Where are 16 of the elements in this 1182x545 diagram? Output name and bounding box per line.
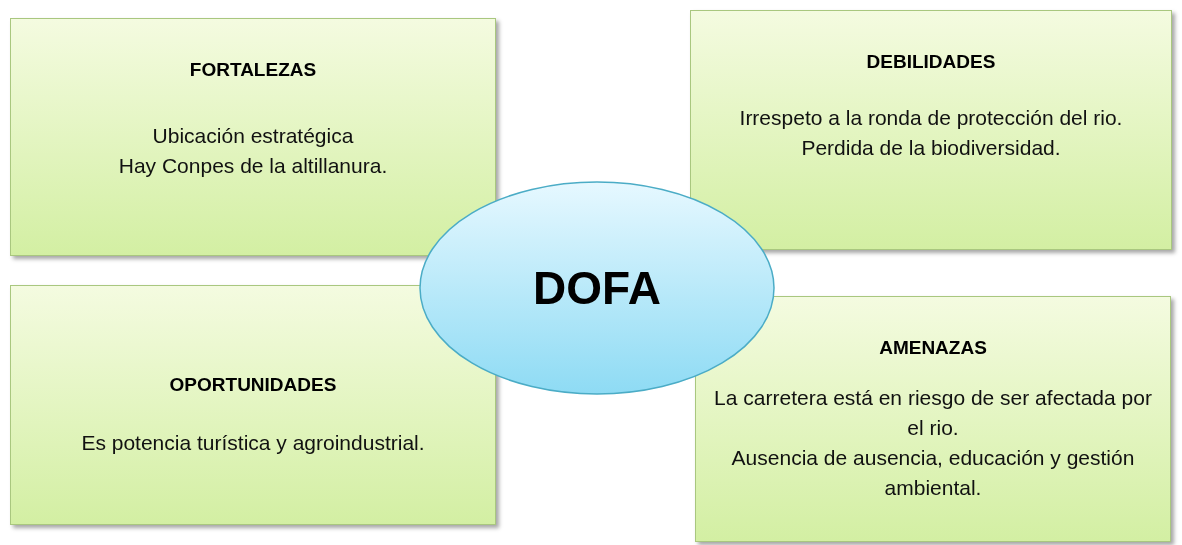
card-text: La carretera está en riesgo de ser afectada por el rio. bbox=[713, 385, 1153, 441]
card-heading: AMENAZAS bbox=[879, 337, 987, 359]
card-heading: OPORTUNIDADES bbox=[169, 374, 337, 396]
card-text: Hay Conpes de la altillanura. bbox=[118, 153, 388, 179]
card-background bbox=[695, 296, 1171, 542]
card-heading: DEBILIDADES bbox=[866, 51, 996, 73]
card-text: Ubicación estratégica bbox=[152, 123, 354, 149]
card-background bbox=[10, 18, 496, 256]
card-text: Irrespeto a la ronda de protección del rio. bbox=[739, 105, 1123, 131]
card-heading: FORTALEZAS bbox=[189, 59, 317, 81]
card-background bbox=[10, 285, 496, 525]
ellipse-label: DOFA bbox=[533, 261, 661, 315]
card-text: Perdida de la biodiversidad. bbox=[801, 135, 1061, 161]
card-text: Ausencia de ausencia, educación y gestión ambiental. bbox=[730, 445, 1136, 501]
card-text: Es potencia turística y agroindustrial. bbox=[81, 430, 425, 456]
card-background bbox=[690, 10, 1172, 250]
